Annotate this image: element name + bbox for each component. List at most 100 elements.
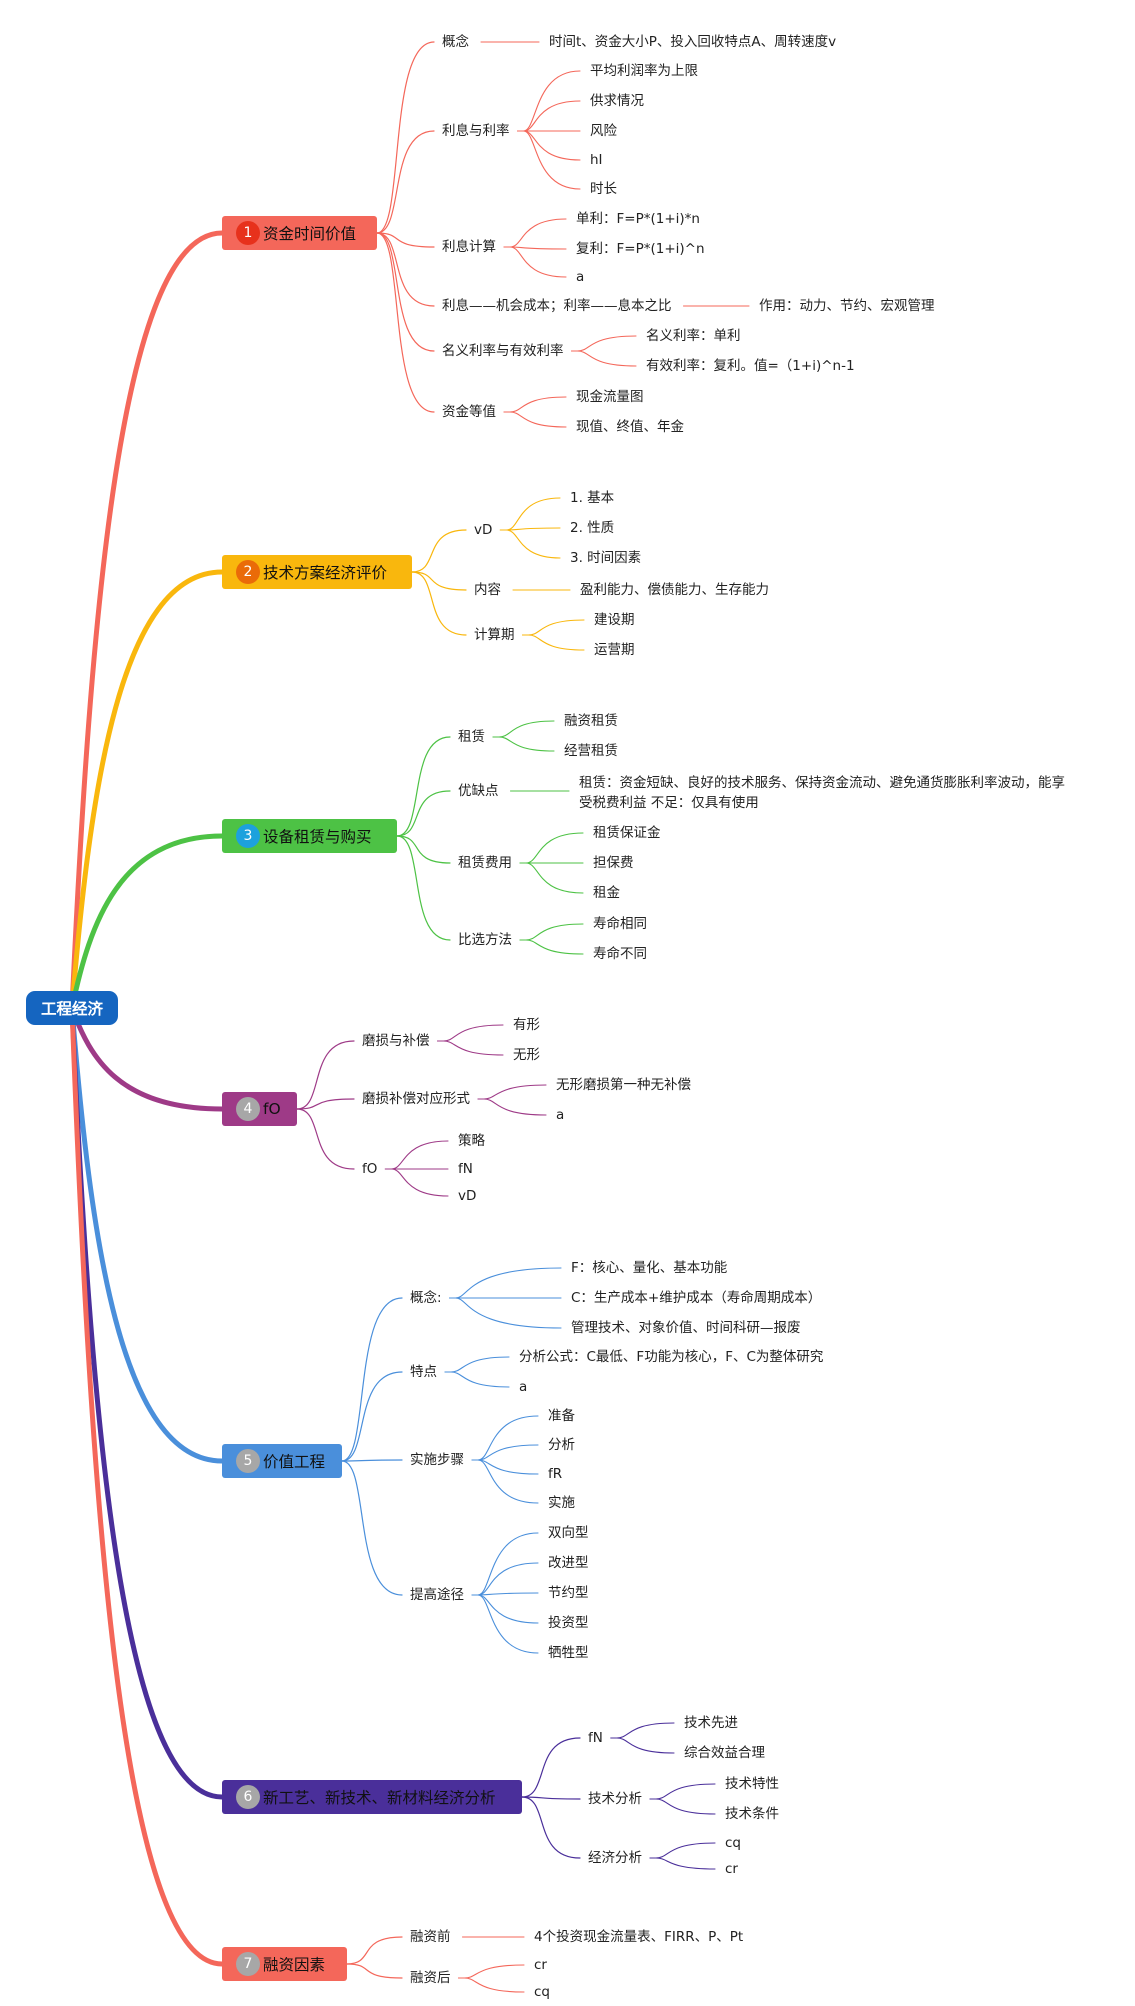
leaf[interactable]: 双向型 xyxy=(548,1525,589,1541)
leaf[interactable]: hI xyxy=(590,152,603,168)
sub-connector xyxy=(411,571,467,591)
leaf-connector xyxy=(471,1459,539,1475)
topic-1-5[interactable]: 名义利率与有效利率 xyxy=(442,343,564,359)
topic-1-4[interactable]: 利息——机会成本；利率——息本之比 xyxy=(442,298,672,314)
leaf[interactable]: 寿命不同 xyxy=(593,946,647,962)
leaf[interactable]: 策略 xyxy=(458,1133,485,1149)
leaf[interactable]: cr xyxy=(725,1861,738,1877)
leaf[interactable]: vD xyxy=(458,1188,477,1204)
root-node[interactable]: 工程经济 xyxy=(26,991,118,1025)
leaf[interactable]: 准备 xyxy=(548,1408,575,1424)
leaf[interactable]: 建设期 xyxy=(594,612,635,628)
leaf[interactable]: 作用：动力、节约、宏观管理 xyxy=(759,298,935,314)
leaf[interactable]: fR xyxy=(548,1466,563,1482)
leaf[interactable]: 租金 xyxy=(593,885,620,901)
topic-3-1[interactable]: 租赁 xyxy=(458,729,485,745)
leaf[interactable]: cq xyxy=(725,1835,741,1851)
leaf[interactable]: cr xyxy=(534,1957,547,1973)
leaf[interactable]: C：生产成本+维护成本（寿命周期成本） xyxy=(571,1290,822,1306)
leaf[interactable]: 运营期 xyxy=(594,642,635,658)
leaf[interactable]: 投资型 xyxy=(548,1615,589,1631)
leaf[interactable]: 改进型 xyxy=(548,1555,589,1571)
topic-1-6[interactable]: 资金等值 xyxy=(442,404,496,420)
leaf[interactable]: 租赁保证金 xyxy=(593,825,661,841)
topic-4-3[interactable]: fO xyxy=(362,1161,378,1177)
leaf[interactable]: a xyxy=(576,269,585,285)
leaf[interactable]: 分析 xyxy=(548,1437,575,1453)
leaf[interactable]: 现金流量图 xyxy=(576,389,644,405)
topic-5-4[interactable]: 提高途径 xyxy=(410,1587,464,1603)
leaf[interactable]: 无形磨损第一种无补偿 xyxy=(556,1077,691,1093)
leaf[interactable]: 租赁：资金短缺、良好的技术服务、保持资金流动、避免通货膨胀利率波动，能享受税费利… xyxy=(579,775,1065,811)
topic-3-3[interactable]: 租赁费用 xyxy=(458,855,512,871)
sub-connector xyxy=(296,1108,355,1170)
leaf[interactable]: 分析公式：C最低、F功能为核心，F、C为整体研究 xyxy=(519,1349,824,1365)
leaf[interactable]: 节约型 xyxy=(548,1585,589,1601)
leaf[interactable]: 担保费 xyxy=(593,855,634,871)
leaf[interactable]: 无形 xyxy=(513,1047,540,1063)
leaf-connector xyxy=(521,634,585,651)
topic-1-3[interactable]: 利息计算 xyxy=(442,239,496,255)
topic-5-3[interactable]: 实施步骤 xyxy=(410,1452,464,1468)
topic-7-1[interactable]: 融资前 xyxy=(410,1929,451,1945)
topic-6-3[interactable]: 经济分析 xyxy=(588,1850,642,1866)
sub-connector xyxy=(341,1459,403,1462)
leaf[interactable]: 复利：F=P*(1+i)^n xyxy=(576,241,705,257)
leaf[interactable]: 经营租赁 xyxy=(564,743,618,759)
leaf[interactable]: 名义利率：单利 xyxy=(646,328,741,344)
leaf-connector xyxy=(519,923,584,941)
topic-3-2[interactable]: 优缺点 xyxy=(458,783,499,799)
topic-7-2[interactable]: 融资后 xyxy=(410,1970,451,1986)
leaf[interactable]: 有效利率：复利。值=（1+i)^n-1 xyxy=(646,358,855,374)
leaf[interactable]: fN xyxy=(458,1161,473,1177)
leaf[interactable]: 技术先进 xyxy=(684,1715,738,1731)
leaf[interactable]: a xyxy=(556,1107,565,1123)
leaf[interactable]: 融资租赁 xyxy=(564,713,618,729)
topic-1-2[interactable]: 利息与利率 xyxy=(442,123,510,139)
leaf[interactable]: 技术条件 xyxy=(725,1806,779,1822)
leaf[interactable]: 4个投资现金流量表、FIRR、P、Pt xyxy=(534,1929,744,1945)
topic-6-2[interactable]: 技术分析 xyxy=(588,1791,642,1807)
leaf[interactable]: 风险 xyxy=(590,123,617,139)
leaf[interactable]: 技术特性 xyxy=(725,1776,779,1792)
leaf[interactable]: 有形 xyxy=(513,1017,540,1033)
leaf[interactable]: F：核心、量化、基本功能 xyxy=(571,1260,728,1276)
leaf[interactable]: cq xyxy=(534,1984,550,2000)
leaf[interactable]: 3. 时间因素 xyxy=(570,550,642,566)
topic-6-1[interactable]: fN xyxy=(588,1730,603,1746)
leaf[interactable]: 时间t、资金大小P、投入回收特点A、周转速度v xyxy=(549,34,837,50)
leaf[interactable]: 单利：F=P*(1+i)*n xyxy=(576,211,700,227)
topic-2-2[interactable]: 内容 xyxy=(474,582,501,598)
leaf[interactable]: 1. 基本 xyxy=(570,490,615,506)
leaf[interactable]: 管理技术、对象价值、时间科研—报废 xyxy=(571,1320,801,1336)
leaf[interactable]: 实施 xyxy=(548,1495,575,1511)
topic-5-2[interactable]: 特点 xyxy=(410,1364,437,1380)
topic-4-1[interactable]: 磨损与补偿 xyxy=(362,1033,430,1049)
topic-2-1[interactable]: vD xyxy=(474,522,493,538)
leaf[interactable]: 供求情况 xyxy=(590,93,644,109)
leaf-connector xyxy=(649,1798,716,1815)
number-badge-icon: 3 xyxy=(236,824,260,848)
topic-2-3[interactable]: 计算期 xyxy=(474,627,515,643)
topic-4-2[interactable]: 磨损补偿对应形式 xyxy=(362,1091,470,1107)
leaf-connector xyxy=(471,1444,539,1461)
leaf[interactable]: 牺牲型 xyxy=(548,1645,589,1661)
leaf[interactable]: a xyxy=(519,1379,528,1395)
topic-1-1[interactable]: 概念 xyxy=(442,34,469,50)
topic-5-1[interactable]: 概念: xyxy=(410,1290,442,1306)
leaf[interactable]: 现值、终值、年金 xyxy=(576,419,684,435)
leaf[interactable]: 时长 xyxy=(590,181,617,197)
leaf[interactable]: 盈利能力、偿债能力、生存能力 xyxy=(580,582,769,598)
topic-3-4[interactable]: 比选方法 xyxy=(458,932,512,948)
leaf[interactable]: 平均利润率为上限 xyxy=(590,63,698,79)
leaf[interactable]: 综合效益合理 xyxy=(684,1745,765,1761)
leaf[interactable]: 寿命相同 xyxy=(593,916,647,932)
leaf[interactable]: 2. 性质 xyxy=(570,520,615,536)
